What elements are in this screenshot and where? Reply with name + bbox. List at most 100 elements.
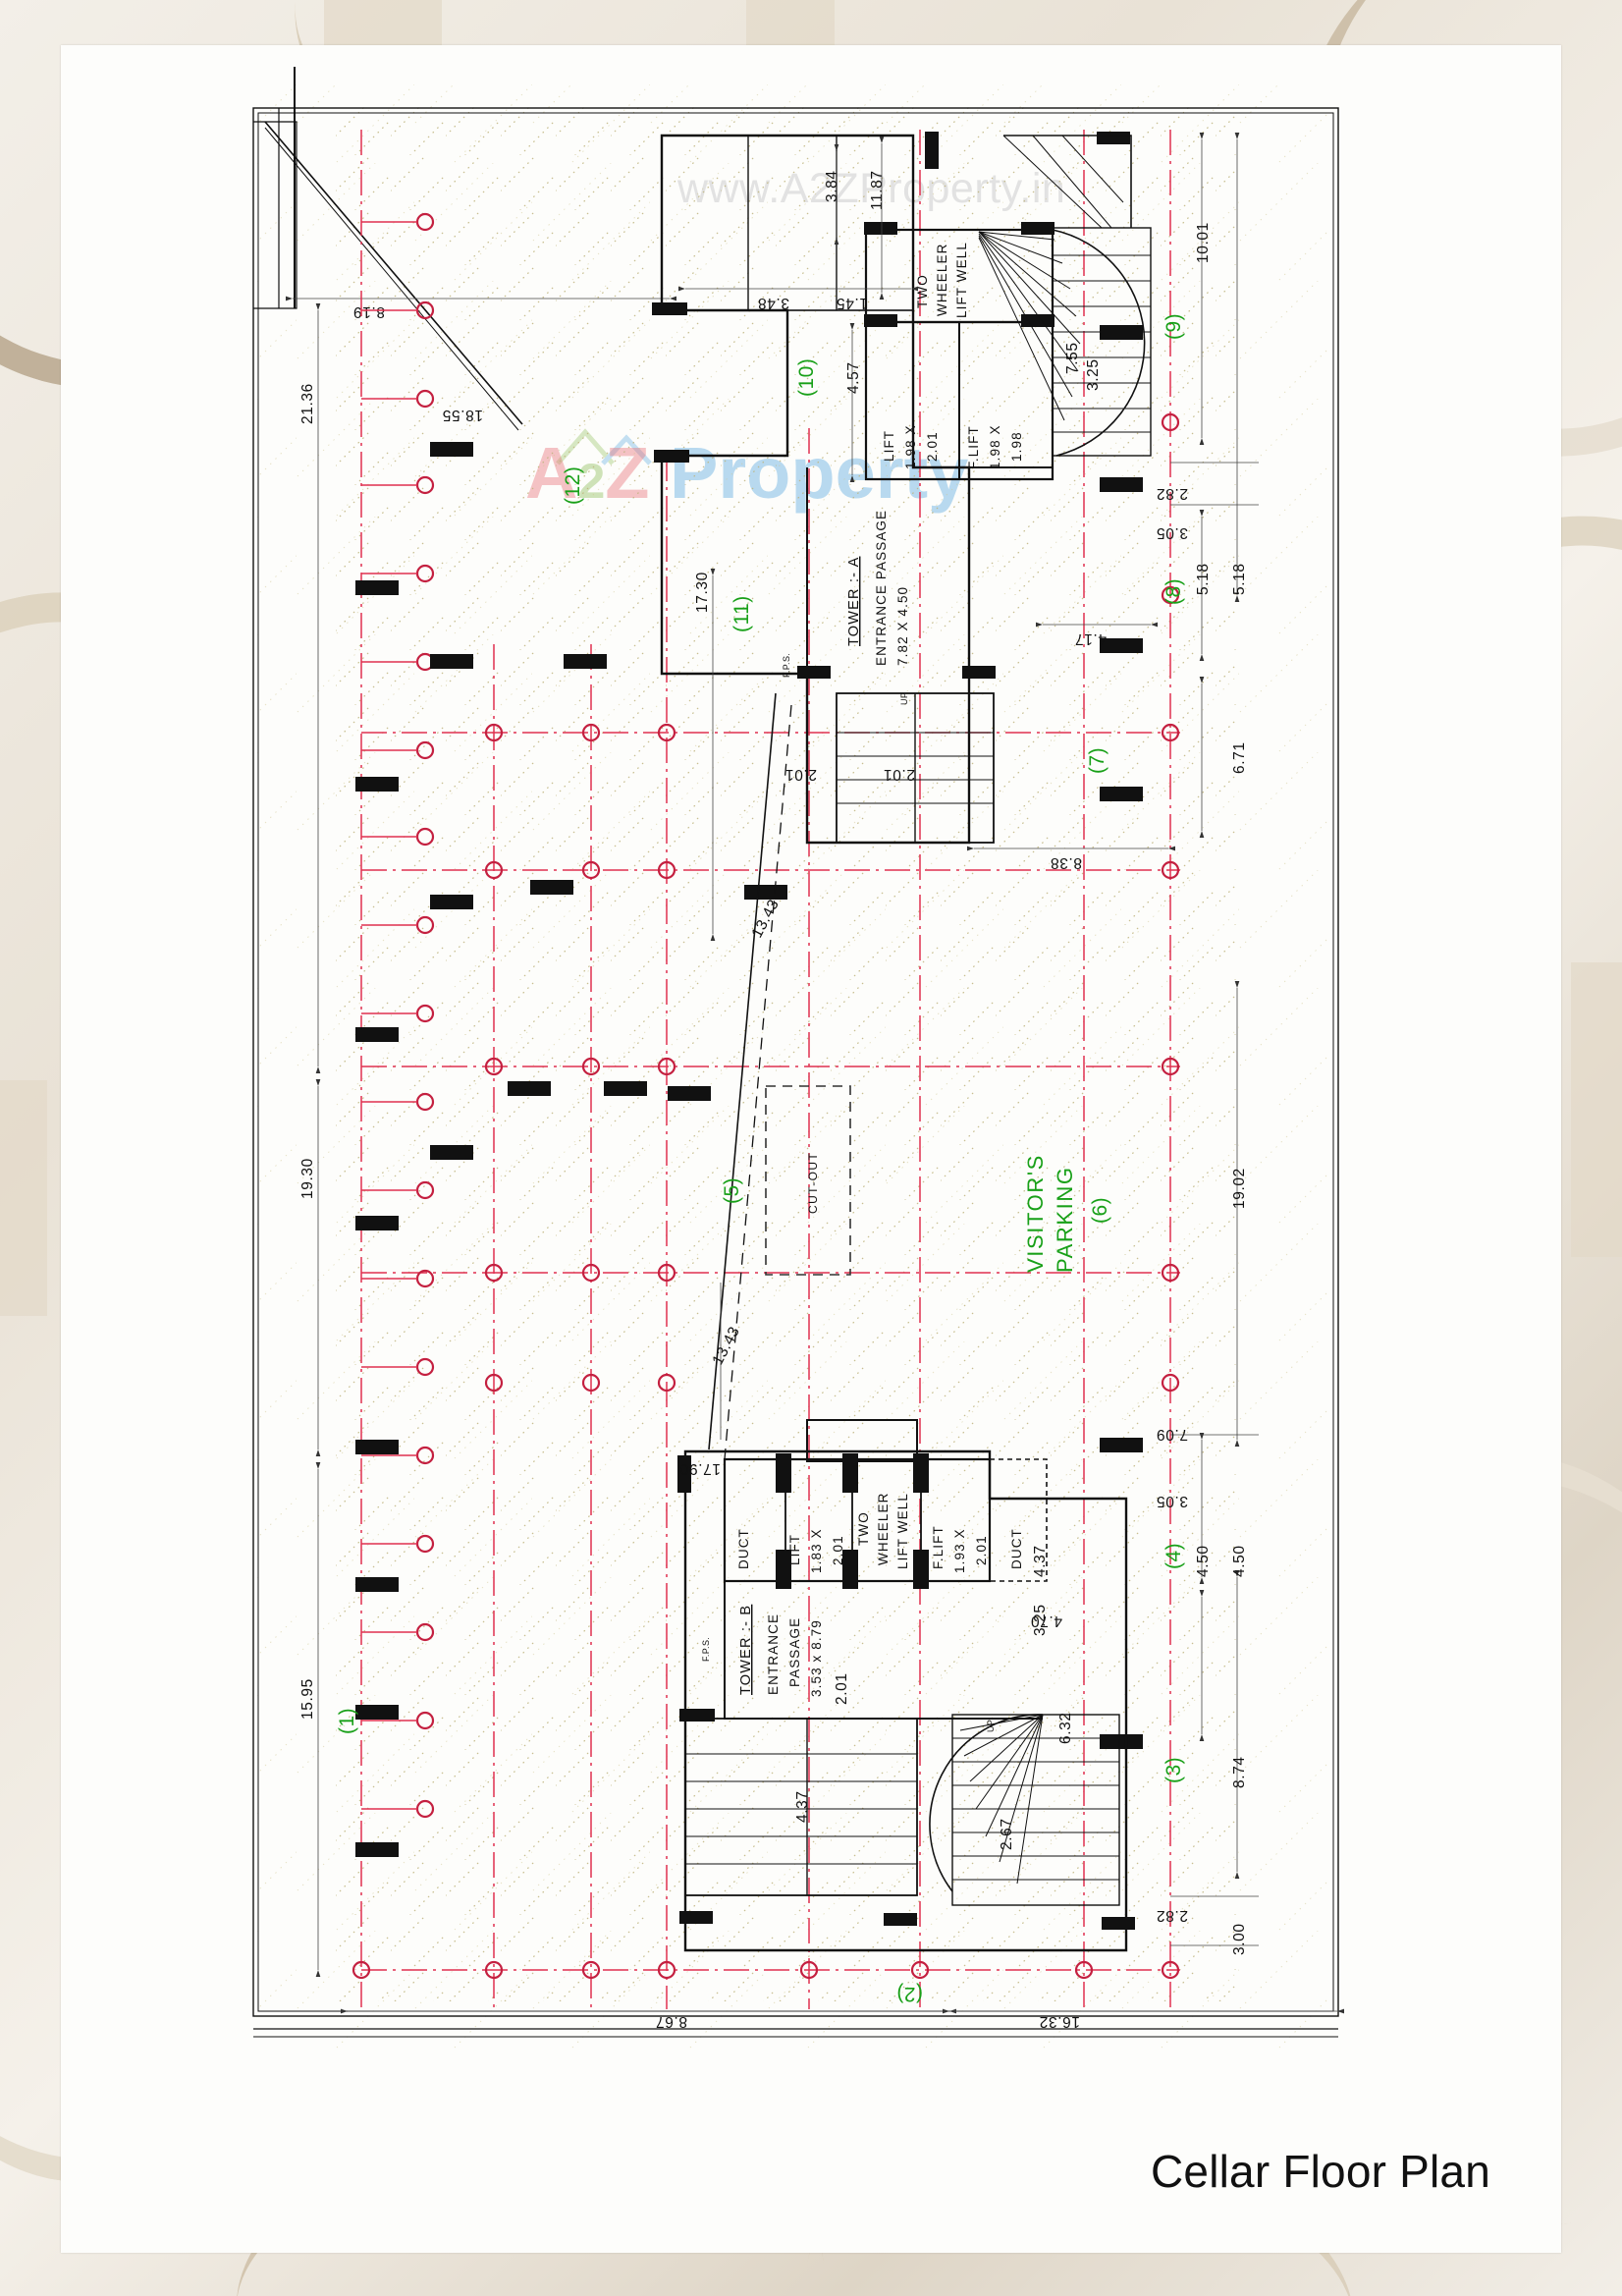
decorative-band: [1571, 962, 1622, 1257]
tower-b-labels: TOWER :- B ENTRANCE PASSAGE 3.53 x 8.79 …: [701, 1493, 1024, 1732]
grid-marker-7: (7): [1086, 747, 1108, 774]
grid-marker-5: (5): [721, 1177, 743, 1204]
tower-b-two-wheeler-l2: WHEELER: [876, 1493, 891, 1565]
dim-5-18-b: 5.18: [1231, 563, 1248, 595]
visitors-parking-line2: PARKING: [1053, 1166, 1077, 1273]
decorative-band: [746, 0, 835, 51]
dim-5-18-a: 5.18: [1195, 563, 1212, 595]
dim-16-32: 16.32: [1039, 2013, 1080, 2030]
grid-marker-3: (3): [1162, 1757, 1185, 1783]
interior-dimensions: 17.30 17.90 3.84 11.87 3.48 1.45 4.57 3.…: [677, 136, 1176, 1850]
dim-15-95: 15.95: [299, 1678, 316, 1720]
parking-slot-bars: [355, 325, 1143, 1857]
plot-boundary: [252, 107, 1339, 2038]
tower-a-two-wheeler-l1: TWO: [915, 274, 930, 308]
column-markers: [351, 212, 1180, 1980]
top-left-splay: [253, 67, 523, 431]
dim-3-84: 3.84: [824, 170, 840, 202]
dim-11-87: 11.87: [869, 170, 886, 210]
dim-21-36: 21.36: [299, 383, 316, 424]
dim-2-01-b: 2.01: [883, 766, 915, 783]
tower-b-passage-l2: PASSAGE: [787, 1617, 802, 1687]
dim-7-55: 7.55: [1064, 342, 1081, 374]
grid-marker-4: (4): [1162, 1543, 1185, 1569]
grid-marker-2: (2): [896, 1983, 923, 2005]
visitors-parking-area: VISITOR'S PARKING: [1023, 1154, 1077, 1273]
dim-10-01: 10.01: [1195, 222, 1212, 263]
tower-b-flift-size-1: 1.93 X: [952, 1528, 967, 1573]
dim-18-55: 18.55: [442, 407, 483, 423]
right-dimension-labels: 10.01 2.82 3.05 5.18 5.18 6.71 19.02 7.0…: [1156, 222, 1248, 1955]
dim-1-45: 1.45: [836, 295, 868, 311]
tower-b-duct-left: DUCT: [736, 1528, 751, 1569]
dim-3-05-bot: 3.05: [1156, 1493, 1188, 1509]
dim-2-82-top: 2.82: [1156, 485, 1188, 502]
tower-b-name: TOWER :- B: [738, 1605, 754, 1695]
dim-4-37-bot: 4.37: [1032, 1545, 1049, 1577]
tower-a-labels: TOWER :- A ENTRANCE PASSAGE 7.82 X 4.50 …: [782, 242, 1024, 705]
tower-a-columns: [652, 132, 1130, 679]
dim-3-48: 3.48: [757, 295, 789, 311]
dim-3-25-bot: 3.25: [1032, 1604, 1049, 1636]
dim-8-74: 8.74: [1231, 1756, 1248, 1788]
tower-b-flift-label: F.LIFT: [931, 1525, 946, 1569]
tower-a-lift-size-1: 1.98 X: [903, 424, 918, 469]
drawing-sheet: A2Z Property www.A2ZProperty.in: [61, 45, 1561, 2253]
tower-b-passage-l1: ENTRANCE: [766, 1613, 781, 1695]
ramp-outline: [708, 692, 792, 1460]
tower-b-fps-label: F.P.S.: [701, 1637, 711, 1662]
grid-marker-1: (1): [336, 1708, 358, 1734]
dim-4-50-a: 4.50: [1195, 1545, 1212, 1577]
dim-3-00: 3.00: [1231, 1923, 1248, 1955]
tower-a-lift-label: LIFT: [882, 430, 896, 462]
red-grid-lines-horizontal: [361, 732, 1180, 1971]
tower-b-flift-size-2: 2.01: [974, 1535, 989, 1565]
tower-a-block: [660, 134, 1054, 845]
tower-a-flift-label: F.LIFT: [966, 425, 981, 469]
dim-8-19: 8.19: [352, 303, 385, 320]
dim-17-90: 17.90: [679, 1460, 721, 1477]
tower-b-columns: [677, 1453, 1135, 1930]
dim-4-57-top: 4.57: [845, 361, 862, 394]
dim-6-71: 6.71: [1231, 741, 1248, 774]
red-grid-lines: [360, 130, 1171, 2009]
dim-4-37-top: 4.37: [794, 1790, 811, 1823]
tower-a-flift-size-1: 1.98 X: [988, 424, 1002, 469]
floor-plan-drawing: 18.55 8.19 21.36 19.30 15.95: [61, 45, 1561, 2253]
grid-marker-9: (9): [1162, 313, 1185, 340]
dim-7-09: 7.09: [1156, 1426, 1188, 1443]
tower-a-fps-label: F.P.S.: [782, 653, 791, 678]
tower-b-two-wheeler-l3: LIFT WELL: [895, 1493, 910, 1569]
dim-8-38: 8.38: [1050, 854, 1082, 871]
grid-markers: (1) (2) (3) (4) (5) (6) (7) (8) (9) (10)…: [336, 313, 1185, 2005]
dim-2-01-a: 2.01: [784, 766, 817, 783]
dim-3-05-top: 3.05: [1156, 524, 1188, 541]
cut-out-label: CUT-OUT: [806, 1152, 820, 1214]
dim-19-30: 19.30: [299, 1158, 316, 1199]
dim-8-67: 8.67: [655, 2013, 687, 2030]
tower-b-up-label: UP: [986, 1720, 996, 1732]
tower-a-lift-size-2: 2.01: [925, 431, 940, 462]
tower-a-passage-label: ENTRANCE PASSAGE: [874, 510, 889, 666]
grid-marker-10: (10): [795, 358, 818, 397]
cut-out-area: CUT-OUT: [765, 1085, 851, 1276]
grid-marker-8: (8): [1162, 578, 1185, 605]
dim-4-17: 4.17: [1074, 630, 1107, 647]
dim-2-67: 2.67: [999, 1818, 1015, 1850]
dim-2-01-c: 2.01: [834, 1672, 850, 1705]
grid-marker-12: (12): [562, 466, 584, 505]
grid-marker-11: (11): [730, 595, 753, 632]
tower-b-lift-label: LIFT: [787, 1534, 802, 1565]
tower-a-flift-size-2: 1.98: [1009, 431, 1024, 462]
tower-b-lift-size-1: 1.83 X: [809, 1528, 824, 1573]
tower-a-passage-size: 7.82 X 4.50: [895, 586, 910, 666]
dim-2-82-bot: 2.82: [1156, 1907, 1188, 1924]
decorative-band: [0, 1080, 47, 1316]
tower-b-duct-right: DUCT: [1009, 1528, 1024, 1569]
page-title: Cellar Floor Plan: [1151, 2146, 1490, 2197]
tower-a-two-wheeler-l3: LIFT WELL: [954, 242, 969, 318]
dim-17-30: 17.30: [694, 572, 711, 613]
dim-4-70: 4.70: [1030, 1613, 1062, 1629]
tower-a-two-wheeler-l2: WHEELER: [935, 244, 949, 316]
